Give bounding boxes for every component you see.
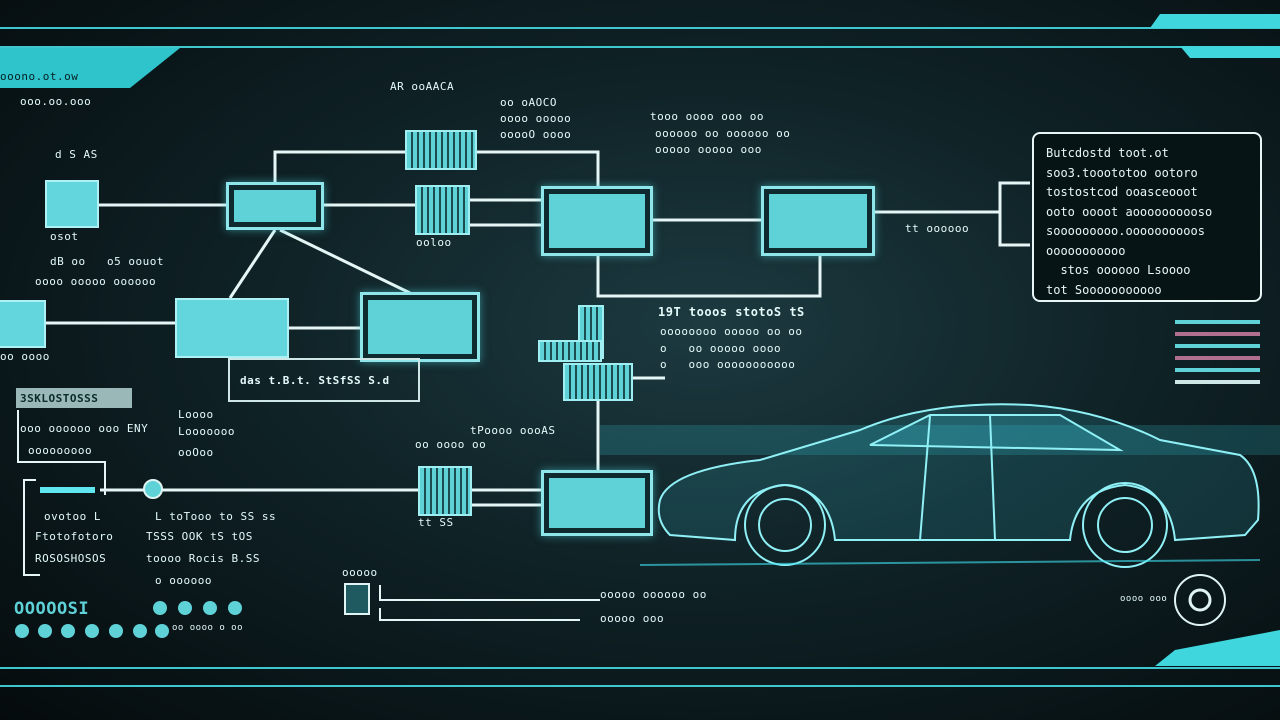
mid-left-1: dB oo o5 oouot	[50, 255, 164, 268]
right-small: tt oooooo	[905, 222, 970, 235]
panel-h-caption: das t.B.t. StSfSS S.d	[240, 374, 390, 387]
dots-caption: oo oooo o oo	[172, 623, 244, 633]
node-f-caption: oo oooo	[0, 350, 50, 363]
panel-h-caption-frame	[228, 358, 420, 402]
left-2: ooooooooo	[28, 444, 93, 457]
bottom-5: ROSOSHOSOS	[35, 552, 107, 565]
bottom-7: o oooooo	[155, 574, 212, 587]
node-stack-3[interactable]	[563, 363, 633, 401]
corner-accent-bottom-right	[1155, 630, 1280, 666]
bottom-mid-3: ooooo ooo	[600, 612, 665, 625]
node-d[interactable]	[541, 186, 653, 256]
left-1: ooo oooooo ooo ENY	[20, 422, 149, 435]
status-dots	[15, 601, 242, 638]
node-top-grid[interactable]	[405, 130, 477, 170]
right-bottom: oooo ooo	[1120, 594, 1168, 604]
top-center-4: ooooO oooo	[500, 128, 572, 141]
node-i-grid[interactable]	[418, 466, 472, 516]
node-a-label: d S AS	[55, 148, 98, 161]
node-e[interactable]	[761, 186, 875, 256]
info-line: tot Sooooooooooo	[1046, 282, 1162, 297]
corner-accent-top-left	[0, 48, 180, 88]
top-right-2: oooooo oo oooooo oo	[655, 127, 791, 140]
bottom-4: TSSS OOK tS tOS	[146, 530, 253, 543]
top-left-label: ooono.ot.ow	[0, 70, 79, 83]
car-shadow-line	[639, 559, 1261, 566]
node-a-caption: osot	[50, 230, 79, 243]
top-center-3: oooo ooooo	[500, 112, 572, 125]
bottom-mid-1: ooooo	[342, 566, 378, 579]
small-chip	[344, 583, 370, 615]
bottom-2: L toTooo to SS ss	[155, 510, 277, 523]
top-right-3: ooooo ooooo ooo	[655, 143, 762, 156]
node-h[interactable]	[360, 292, 480, 362]
car-wireframe-icon	[657, 403, 1260, 568]
grid-i-caption: tt SS	[418, 516, 454, 529]
left-r2: Looooooo	[178, 425, 235, 438]
bottom-mid-2: ooooo oooooo oo	[600, 588, 707, 601]
info-line: ooooooooooo	[1046, 243, 1126, 258]
status-3: o oo ooooo oooo	[660, 342, 782, 355]
level-bars	[1175, 320, 1260, 384]
glow-band	[600, 425, 1280, 455]
left-r3: ooOoo	[178, 446, 214, 459]
gauge-icon-inner	[1188, 588, 1212, 612]
top-left-label-2: ooo.oo.ooo	[20, 95, 92, 108]
status-2: oooooooo ooooo oo oo	[660, 325, 803, 338]
node-j[interactable]	[541, 470, 653, 536]
node-stack-2[interactable]	[538, 340, 602, 362]
status-1: 19T tooos stotoS tS	[658, 305, 805, 319]
node-c-grid[interactable]	[415, 185, 470, 235]
node-b[interactable]	[226, 182, 324, 230]
info-line: tostostcod ooasceooot	[1046, 185, 1198, 199]
hud-frame	[0, 27, 1280, 687]
info-line: Butcdostd toot.ot	[1046, 146, 1169, 160]
bottom-6: toooo Rocis B.SS	[146, 552, 260, 565]
top-center-2: oo oAOCO	[500, 96, 557, 109]
grid-i-label: tPoooo oooAS	[470, 424, 556, 437]
info-panel: Butcdostd toot.ot soo3.tooototoo ootoro …	[1032, 132, 1262, 302]
info-line: stos oooooo Lsoooo	[1046, 263, 1191, 277]
info-line: soo3.tooototoo ootoro	[1046, 165, 1198, 180]
node-a[interactable]	[45, 180, 99, 228]
bottom-1: ovotoo L	[44, 510, 101, 523]
grid-c-caption: ooloo	[416, 236, 452, 249]
corner-accent-top-right-2	[1180, 46, 1280, 58]
tag-box	[16, 388, 132, 408]
node-f[interactable]	[0, 300, 46, 348]
node-dot	[143, 479, 163, 499]
tag-label: 3SKLOSTOSSS	[20, 392, 99, 405]
info-line: sooooooooo.oooooooooos	[1046, 224, 1205, 238]
mid-left-2: oooo ooooo oooooo	[35, 275, 157, 288]
left-r1: Loooo	[178, 408, 214, 421]
status-4: o ooo ooooooooooo	[660, 358, 796, 371]
info-line: ooto oooot aoooooooooso	[1046, 204, 1213, 219]
top-right-1: tooo oooo ooo oo	[650, 110, 764, 123]
top-center-1: AR ooAACA	[390, 80, 455, 93]
corner-accent-top-right	[1150, 14, 1280, 28]
node-g[interactable]	[175, 298, 289, 358]
grid-i-left: oo oooo oo	[415, 438, 487, 451]
gauge-icon	[1174, 574, 1226, 626]
connector-lines	[17, 150, 1030, 621]
bottom-3: Ftotofotoro	[35, 530, 114, 543]
dots-label: OOOOOSI	[14, 599, 90, 619]
